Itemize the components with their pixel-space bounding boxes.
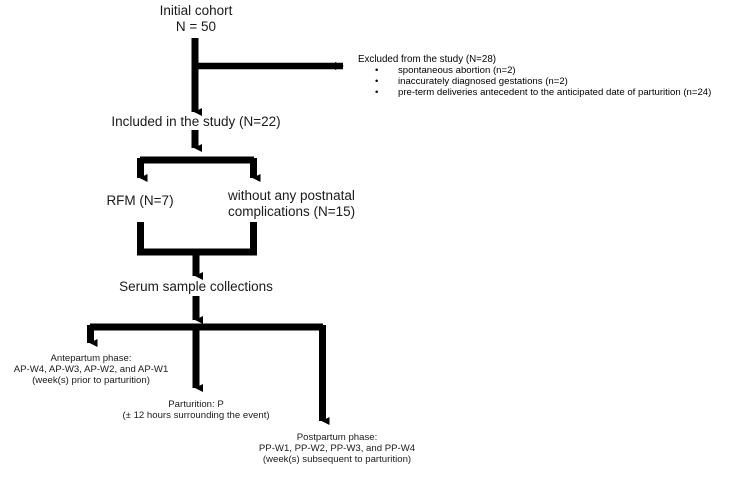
excluded-item: • pre-term deliveries antecedent to the …: [358, 87, 711, 98]
excluded-item-label: inaccurately diagnosed gestations (n=2): [398, 76, 568, 87]
postpartum-line1: Postpartum phase:: [296, 432, 378, 443]
node-excluded-from-study: Excluded from the study (N=28) • spontan…: [358, 54, 711, 98]
node-no-postnatal-complications: without any postnatal complications (N=1…: [228, 188, 355, 219]
node-serum-sample-collections: Serum sample collections: [119, 279, 273, 294]
node-included-in-study: Included in the study (N=22): [111, 114, 281, 129]
excluded-title: Excluded from the study (N=28): [358, 54, 497, 65]
node-postpartum-phase: Postpartum phase: PP-W1, PP-W2, PP-W3, a…: [259, 432, 415, 465]
postpartum-line2: PP-W1, PP-W2, PP-W3, and PP-W4: [258, 443, 416, 455]
node-parturition: Parturition: P (± 12 hours surrounding t…: [122, 399, 269, 421]
node-initial-cohort: Initial cohort N = 50: [160, 3, 233, 34]
node-antepartum-phase: Antepartum phase: AP-W4, AP-W3, AP-W2, a…: [14, 353, 169, 386]
initial-cohort-line1: Initial cohort: [159, 3, 233, 18]
antepartum-line1: Antepartum phase:: [50, 353, 132, 364]
excluded-item-label: pre-term deliveries antecedent to the an…: [398, 87, 712, 98]
connector-included-split: [137, 130, 261, 182]
parturition-line1: Parturition: P: [168, 399, 224, 410]
no-complications-line2: complications (N=15): [228, 203, 356, 219]
no-complications-line1: without any postnatal: [228, 188, 355, 203]
node-rfm: RFM (N=7): [106, 193, 174, 208]
postpartum-line3: (week(s) subsequent to parturition): [262, 454, 412, 466]
connector-merge-to-serum: [137, 222, 257, 280]
antepartum-line3: (week(s) prior to parturition): [32, 375, 150, 387]
excluded-item: • spontaneous abortion (n=2): [358, 65, 711, 76]
bullet-icon: •: [375, 76, 379, 87]
connector-initial-to-included: [191, 38, 344, 116]
excluded-item-label: spontaneous abortion (n=2): [398, 65, 516, 76]
parturition-line2: (± 12 hours surrounding the event): [122, 410, 270, 422]
antepartum-line2: AP-W4, AP-W3, AP-W2, and AP-W1: [13, 364, 169, 376]
bullet-icon: •: [375, 87, 379, 98]
initial-cohort-line2: N = 50: [175, 18, 217, 34]
bullet-icon: •: [375, 65, 379, 76]
excluded-item: • inaccurately diagnosed gestations (n=2…: [358, 76, 711, 87]
